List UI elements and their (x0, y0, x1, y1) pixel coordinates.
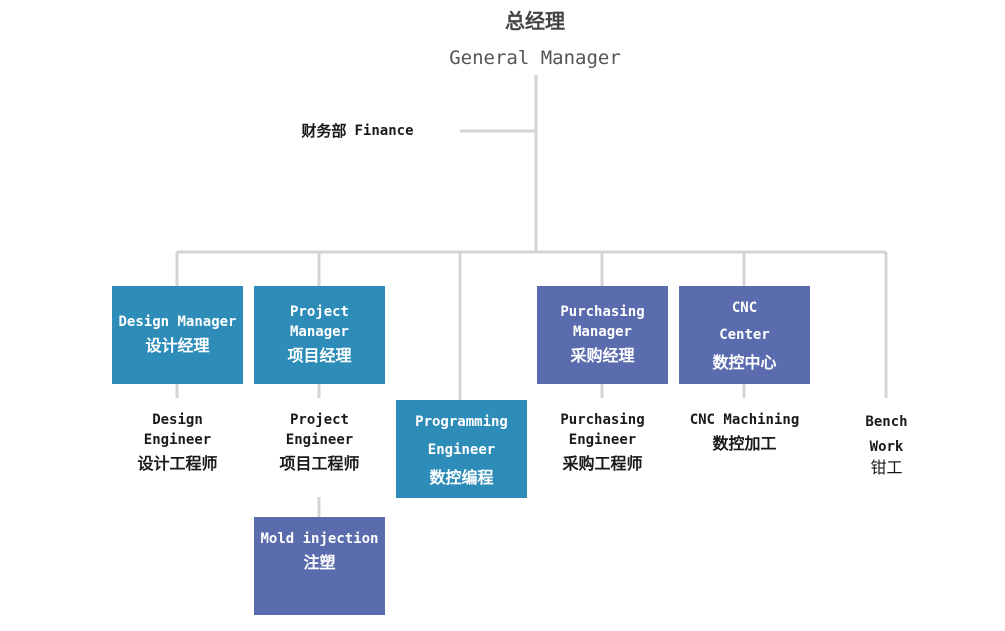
mold-injection-en: Mold injection (260, 531, 379, 547)
project-engineer-node: Project Engineer 项目工程师 (254, 398, 385, 496)
project-manager-node: Project Manager 项目经理 (254, 286, 385, 384)
project-manager-en: Project Manager (289, 304, 349, 340)
design-engineer-node: Design Engineer 设计工程师 (112, 398, 243, 496)
general-manager-en: General Manager (449, 47, 621, 69)
mold-injection-zh: 注塑 (303, 553, 336, 572)
cnc-center-zh: 数控中心 (712, 353, 777, 372)
purchasing-manager-node: Purchasing Manager 采购经理 (537, 286, 668, 384)
bench-work-zh: 钳工 (870, 458, 903, 477)
design-engineer-en: Design Engineer (143, 412, 212, 448)
project-engineer-en: Project Engineer (285, 412, 354, 448)
purchasing-engineer-node: Purchasing Engineer 采购工程师 (537, 398, 668, 496)
mold-injection-node: Mold injection 注塑 (254, 517, 385, 615)
project-engineer-zh: 项目工程师 (279, 454, 360, 473)
finance-zh: 财务部 (301, 121, 347, 140)
cnc-machining-node: CNC Machining 数控加工 (679, 398, 810, 496)
general-manager-zh: 总经理 (505, 9, 565, 33)
purchasing-manager-zh: 采购经理 (570, 346, 635, 365)
finance-node: 财务部 Finance (255, 108, 460, 153)
programming-engineer-node: Programming Engineer 数控编程 (396, 400, 527, 498)
bench-work-node: Bench Work 钳工 (821, 398, 952, 496)
purchasing-manager-en: Purchasing Manager (560, 304, 645, 340)
purchasing-engineer-zh: 采购工程师 (562, 454, 643, 473)
cnc-machining-en: CNC Machining (689, 412, 800, 428)
purchasing-engineer-en: Purchasing Engineer (560, 412, 645, 448)
design-manager-node: Design Manager 设计经理 (112, 286, 243, 384)
design-manager-zh: 设计经理 (145, 336, 210, 355)
cnc-center-en: CNC Center (719, 300, 770, 343)
bench-work-en: Bench Work (865, 414, 908, 455)
design-engineer-zh: 设计工程师 (137, 454, 218, 473)
cnc-machining-zh: 数控加工 (712, 434, 777, 453)
project-manager-zh: 项目经理 (287, 346, 352, 365)
design-manager-en: Design Manager (118, 314, 237, 330)
programming-engineer-en: Programming Engineer (415, 414, 508, 458)
programming-engineer-zh: 数控编程 (429, 468, 494, 487)
general-manager-node: 总经理 General Manager (255, 0, 815, 75)
cnc-center-node: CNC Center 数控中心 (679, 286, 810, 384)
finance-en: Finance (354, 122, 414, 139)
